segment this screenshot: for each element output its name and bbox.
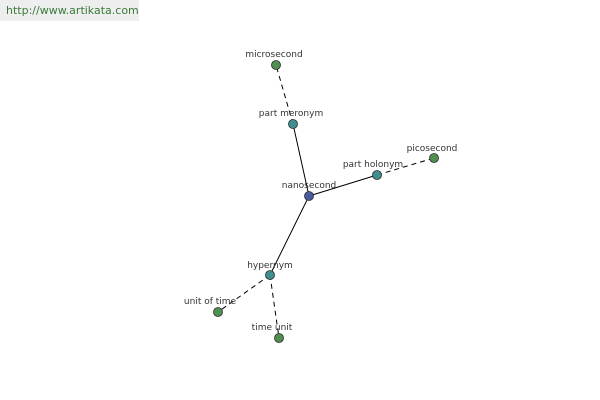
node-picosecond[interactable]: picosecond	[407, 144, 458, 163]
node-dot-part-holonym[interactable]	[372, 170, 382, 180]
node-dot-unit-of-time[interactable]	[213, 307, 223, 317]
node-dot-time-unit[interactable]	[274, 333, 284, 343]
graph-edges	[217, 64, 435, 339]
node-dot-part-meronym[interactable]	[288, 119, 298, 129]
edge-hypernym-to-unit-of-time	[217, 274, 271, 313]
edge-part-holonym-to-picosecond	[376, 157, 435, 176]
node-label-nanosecond: nanosecond	[282, 181, 337, 191]
graph-nodes: nanosecond part meronym part holonym hypern…	[184, 50, 457, 343]
node-unit-of-time[interactable]: unit of time	[184, 297, 237, 317]
edge-hypernym-to-time-unit	[269, 274, 280, 339]
node-label-part-meronym: part meronym	[259, 109, 323, 119]
edge-part-meronym-to-microsecond	[275, 64, 294, 125]
node-dot-microsecond[interactable]	[271, 60, 281, 70]
node-part-holonym[interactable]: part holonym	[343, 160, 403, 180]
site-url-link[interactable]: http://www.artikata.com	[6, 4, 139, 17]
node-part-meronym[interactable]: part meronym	[259, 109, 323, 129]
edge-nanosecond-to-part-holonym	[308, 174, 378, 197]
edge-nanosecond-to-part-meronym	[292, 123, 310, 197]
node-dot-hypernym[interactable]	[265, 270, 275, 280]
edge-nanosecond-to-hypernym	[269, 195, 310, 276]
node-label-part-holonym: part holonym	[343, 160, 403, 170]
node-time-unit[interactable]: time unit	[252, 323, 293, 343]
node-microsecond[interactable]: microsecond	[245, 50, 303, 70]
node-label-time-unit: time unit	[252, 323, 293, 333]
node-label-hypernym: hypernym	[247, 261, 293, 271]
node-label-microsecond: microsecond	[245, 50, 302, 60]
node-label-unit-of-time: unit of time	[184, 297, 237, 307]
node-hypernym[interactable]: hypernym	[247, 261, 293, 280]
node-dot-nanosecond[interactable]	[304, 191, 314, 201]
url-banner: http://www.artikata.com	[0, 0, 139, 21]
node-nanosecond[interactable]: nanosecond	[282, 181, 337, 201]
node-dot-picosecond[interactable]	[429, 153, 439, 163]
node-label-picosecond: picosecond	[407, 144, 458, 154]
